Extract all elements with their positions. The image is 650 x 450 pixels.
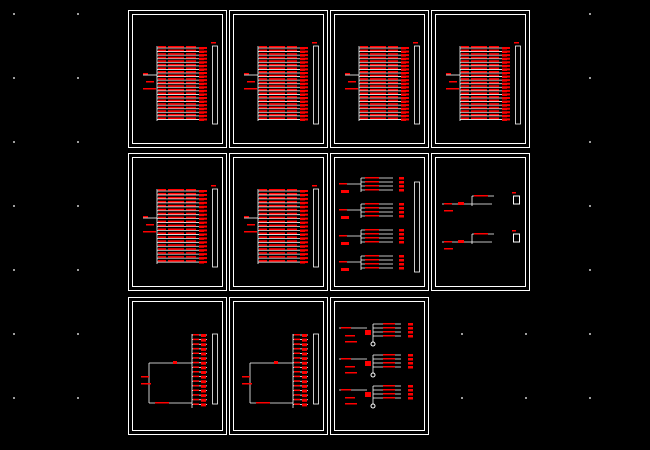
drawing-sheet-3[interactable] [330, 10, 429, 148]
schematic-diagram [435, 157, 526, 287]
drawing-sheet-4[interactable] [431, 10, 530, 148]
drawing-sheet-2[interactable] [229, 10, 328, 148]
drawing-sheet-1[interactable] [128, 10, 227, 148]
schematic-diagram [132, 301, 223, 431]
drawing-sheet-6[interactable] [229, 153, 328, 291]
schematic-diagram [334, 157, 425, 287]
drawing-sheet-9[interactable] [128, 297, 227, 435]
drawing-sheet-7[interactable] [330, 153, 429, 291]
schematic-diagram [334, 14, 425, 144]
schematic-diagram [233, 157, 324, 287]
drawing-sheet-5[interactable] [128, 153, 227, 291]
schematic-diagram [132, 157, 223, 287]
drawing-sheet-10[interactable] [229, 297, 328, 435]
schematic-diagram [233, 14, 324, 144]
schematic-diagram [334, 301, 425, 431]
drawing-sheet-8[interactable] [431, 153, 530, 291]
schematic-diagram [132, 14, 223, 144]
schematic-diagram [233, 301, 324, 431]
schematic-diagram [435, 14, 526, 144]
drawing-sheet-11[interactable] [330, 297, 429, 435]
